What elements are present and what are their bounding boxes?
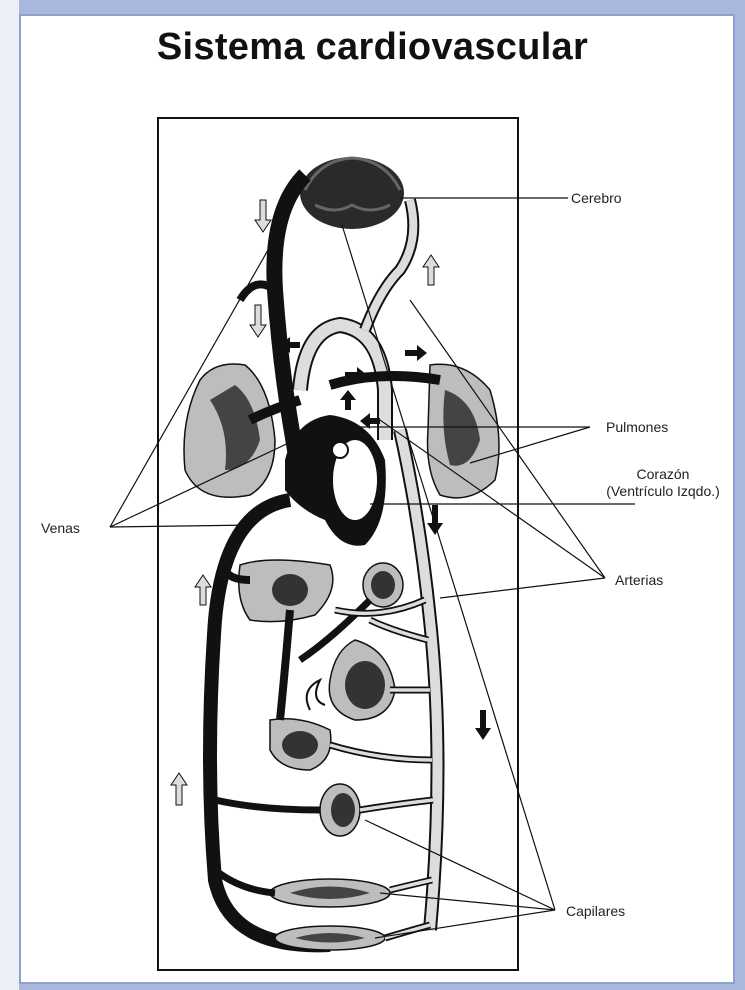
renal-vein xyxy=(215,800,320,810)
label-arterias: Arterias xyxy=(615,572,663,589)
label-capilares: Capilares xyxy=(566,903,625,920)
label-cerebro: Cerebro xyxy=(571,190,622,207)
leader-arterias-3 xyxy=(440,578,605,598)
portal-vein xyxy=(280,610,290,720)
label-corazon: Corazón (Ventrículo Izqdo.) xyxy=(588,466,738,500)
arrow-down-dark-2 xyxy=(475,710,491,740)
brain-organ xyxy=(300,157,404,229)
arrow-up-dark-1 xyxy=(340,390,356,410)
superior-vena-cava xyxy=(274,175,305,480)
label-venas: Venas xyxy=(41,520,80,537)
arrow-down-2 xyxy=(250,305,266,337)
lower-capillary-bed-1 xyxy=(270,879,390,907)
leader-venas-3 xyxy=(110,525,255,527)
left-lung-organ xyxy=(184,364,275,497)
label-pulmones: Pulmones xyxy=(606,419,668,436)
arrow-up-2 xyxy=(195,575,211,605)
arrow-down-1 xyxy=(255,200,271,232)
arrow-up-1 xyxy=(423,255,439,285)
leader-capilares-3 xyxy=(380,893,555,910)
leader-capilares-2 xyxy=(365,820,555,910)
leader-capilares-4 xyxy=(375,910,555,938)
stomach-organ xyxy=(329,640,395,720)
arrow-right-dark-1 xyxy=(405,345,427,361)
arrow-up-3 xyxy=(171,773,187,805)
label-corazon-line2: (Ventrículo Izqdo.) xyxy=(588,483,738,500)
label-corazon-line1: Corazón xyxy=(588,466,738,483)
kidney-organ xyxy=(320,784,360,836)
arrow-down-dark-1 xyxy=(427,505,443,535)
lower-capillary-bed-2 xyxy=(275,926,385,950)
